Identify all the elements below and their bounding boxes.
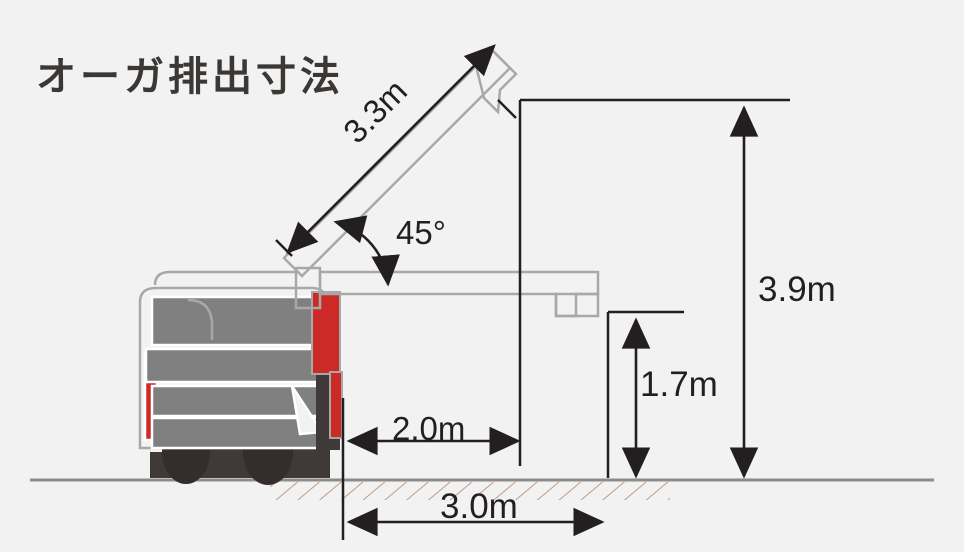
body-panel-top (150, 295, 320, 347)
dim-label-total-reach: 3.0m (440, 487, 518, 526)
body-panel-mid (144, 347, 324, 384)
auger-folded (294, 266, 600, 318)
dim-arc-45 (333, 215, 400, 287)
dim-arrow-arm-length (286, 44, 496, 254)
dim-label-arm-angle: 45° (396, 214, 446, 251)
dim-arm-length (275, 44, 517, 257)
hood-rail (153, 270, 295, 286)
harvester-machine (138, 270, 343, 485)
dim-label-spout-height: 1.7m (640, 365, 718, 404)
side-red-panel-lower (329, 371, 343, 439)
ground-hatch (270, 482, 670, 500)
auger-spout-down (554, 292, 600, 318)
dim-label-total-height: 3.9m (758, 270, 836, 309)
ext-line-arm-upper (497, 99, 517, 119)
body-notch (290, 385, 325, 436)
ext-line-arm-lower (275, 239, 293, 257)
dim-label-spout-reach: 2.0m (392, 410, 466, 447)
side-red-panel-upper (311, 291, 341, 375)
extension-lines (341, 98, 790, 540)
body-panel-bottom (150, 416, 324, 450)
dim-arm-angle (333, 215, 400, 287)
hood-curve (187, 298, 214, 340)
page-title: オーガ排出寸法 (36, 54, 344, 100)
